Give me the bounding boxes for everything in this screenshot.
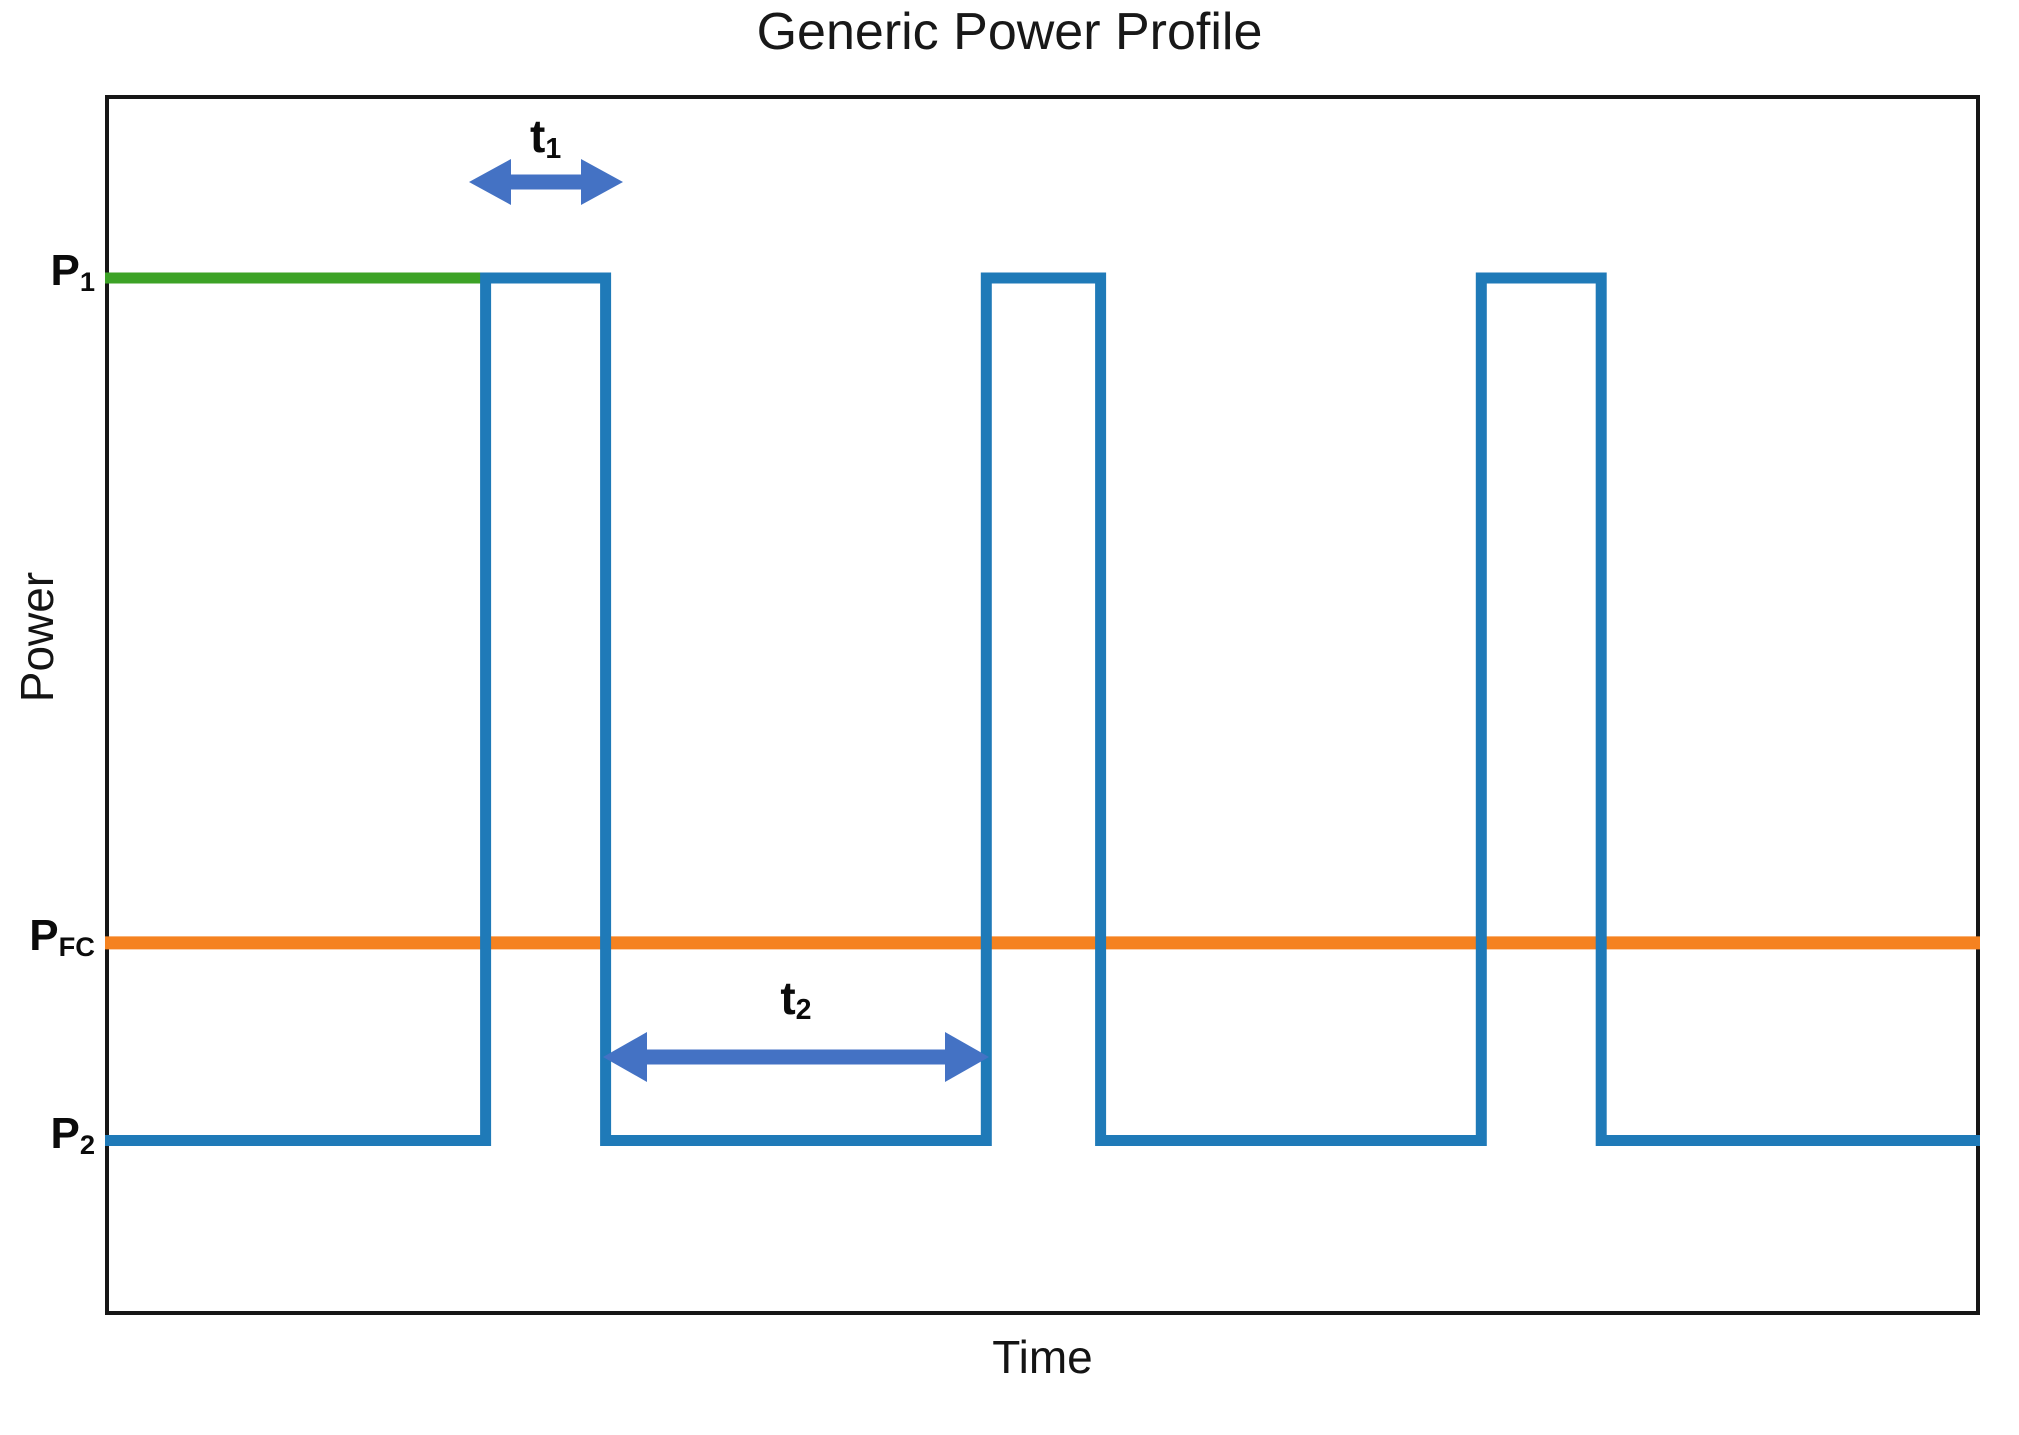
y-axis-title: Power	[11, 571, 63, 703]
annotation-t2-sub: 2	[795, 994, 812, 1027]
plot-frame	[105, 95, 1980, 1315]
y-tick-label-pfc: PFC	[0, 910, 95, 960]
chart-title: Generic Power Profile	[756, 3, 1263, 61]
series-pulsed-load-power	[105, 272, 1980, 1146]
annotation-t1-sub: 1	[545, 133, 562, 166]
annotation-label-t1: t1	[476, 110, 616, 163]
annotation-label-t2: t2	[726, 971, 866, 1025]
y-tick-pfc-sub: FC	[58, 930, 95, 962]
annotation-t2-main: t	[780, 971, 796, 1024]
y-tick-p2-sub: 2	[79, 1128, 95, 1160]
y-tick-pfc-main: P	[29, 910, 59, 960]
annotation-t1-main: t	[530, 110, 546, 163]
t1-double-arrow-icon	[469, 159, 623, 205]
y-tick-p2-main: P	[50, 1108, 80, 1158]
y-tick-p1-main: P	[50, 246, 80, 295]
x-axis-title: Time	[992, 1331, 1093, 1383]
y-tick-p1-sub: 1	[79, 266, 95, 297]
plot-area	[105, 159, 1980, 1146]
t2-double-arrow-icon	[603, 1032, 989, 1082]
y-tick-label-p1: P1	[10, 246, 95, 296]
y-tick-label-p2: P2	[10, 1108, 95, 1158]
